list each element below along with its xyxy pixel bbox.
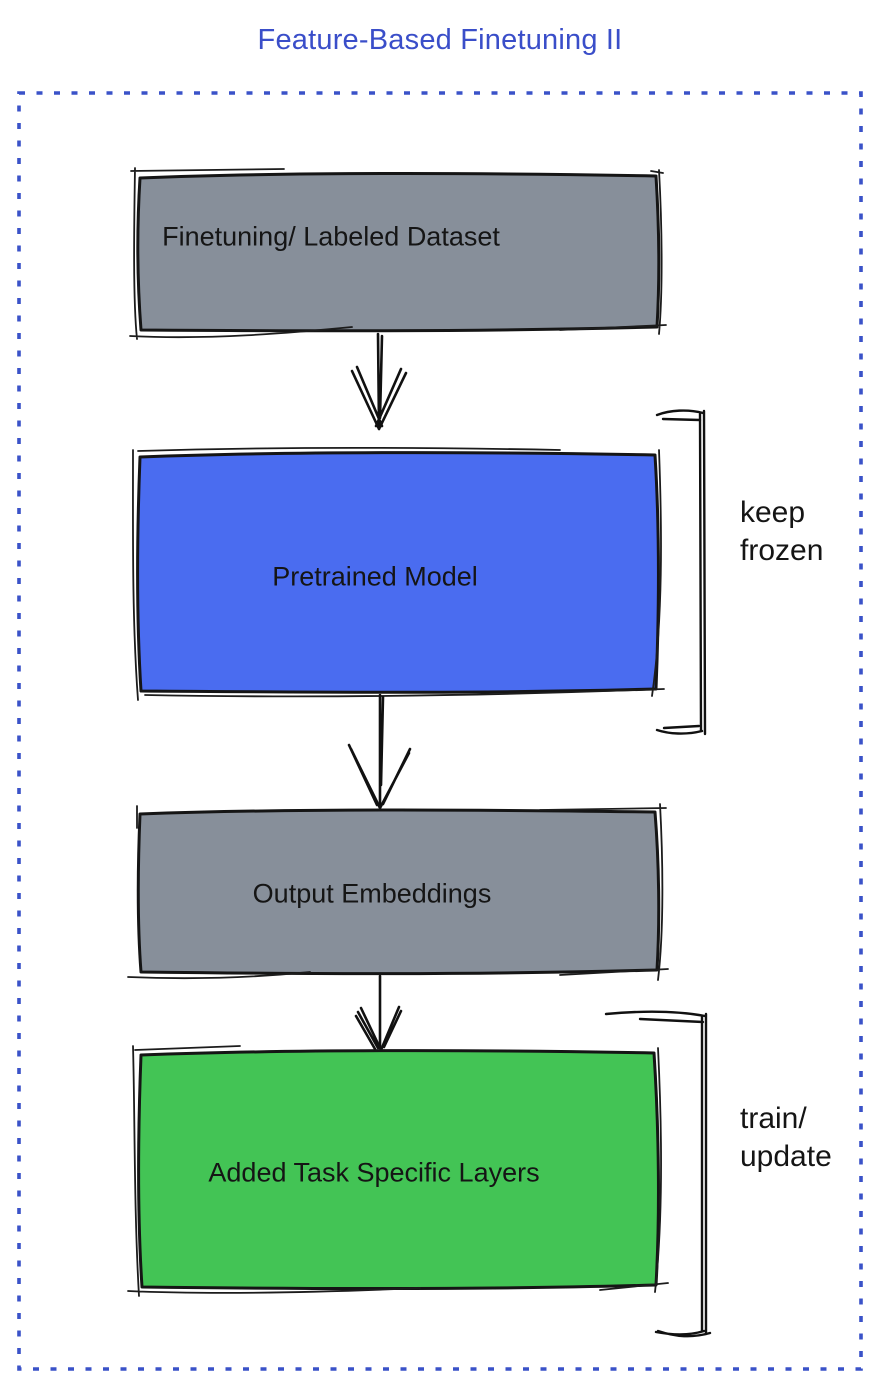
annotation-keep-frozen: keep frozen bbox=[740, 494, 823, 570]
node-sketch-lines bbox=[127, 803, 669, 981]
node-output-embeddings bbox=[127, 803, 669, 981]
node-sketch-lines bbox=[127, 1045, 669, 1297]
page-title: Feature-Based Finetuning II bbox=[257, 24, 623, 56]
annotation-line: update bbox=[740, 1140, 832, 1173]
node-pretrained-model bbox=[132, 446, 665, 701]
node-label-pretrained-model: Pretrained Model bbox=[272, 561, 478, 592]
node-added-task-layers bbox=[127, 1045, 669, 1297]
arrow-embeddings-to-layers bbox=[354, 974, 403, 1052]
dotted-frame bbox=[17, 91, 863, 1371]
annotation-line: frozen bbox=[740, 534, 824, 567]
bracket-train-update bbox=[604, 1010, 712, 1338]
node-sketch-lines bbox=[132, 446, 665, 701]
node-label-output-embeddings: Output Embeddings bbox=[252, 878, 492, 909]
node-label-finetuning-dataset: Finetuning/ Labeled Dataset bbox=[162, 221, 500, 252]
node-sketch-lines bbox=[129, 167, 667, 340]
annotation-line: train/ bbox=[740, 1102, 807, 1135]
node-finetuning-dataset bbox=[129, 167, 667, 340]
arrow-model-to-embeddings bbox=[347, 693, 412, 810]
annotation-line: keep bbox=[740, 496, 806, 529]
arrow-dataset-to-model bbox=[350, 332, 408, 431]
node-rect bbox=[136, 172, 661, 333]
annotation-train-update: train/ update bbox=[740, 1100, 832, 1176]
node-label-added-task-layers: Added Task Specific Layers bbox=[208, 1157, 540, 1188]
bracket-keep-frozen bbox=[655, 409, 707, 736]
